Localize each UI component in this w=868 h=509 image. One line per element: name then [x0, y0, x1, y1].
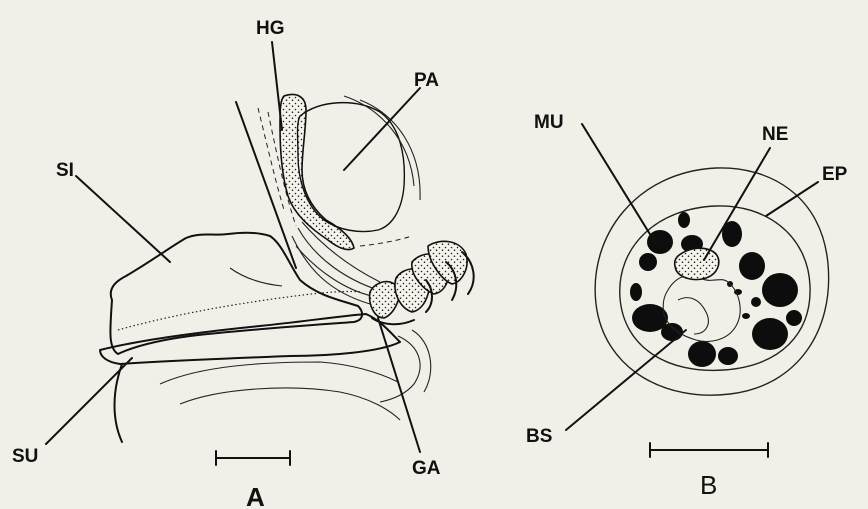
base-lower-curve-2 — [180, 388, 400, 420]
si-outline — [110, 233, 362, 354]
label-bs: BS — [526, 426, 552, 447]
leader-hg — [272, 42, 282, 130]
leader-bs — [566, 330, 686, 430]
leader-mu — [582, 124, 656, 244]
si-inner-contour — [230, 268, 282, 286]
leader-si — [76, 176, 170, 262]
label-hg: HG — [256, 18, 285, 39]
label-ne: NE — [762, 124, 788, 145]
bs-inner-2 — [678, 298, 708, 334]
scale-bar-a — [216, 451, 290, 465]
label-ga: GA — [412, 458, 441, 479]
label-su: SU — [12, 446, 38, 467]
base-lower-curve — [160, 362, 398, 384]
pa-outer-arc-2 — [360, 100, 420, 200]
scale-bar-b — [650, 443, 768, 457]
mu-muscles — [630, 212, 802, 367]
panel-b-drawing — [566, 124, 829, 457]
panel-label-b: B — [700, 470, 717, 500]
label-si: SI — [56, 160, 74, 181]
pa-dash — [360, 236, 412, 246]
ne-nerve — [675, 248, 719, 279]
label-mu: MU — [534, 112, 564, 133]
label-ep: EP — [822, 164, 848, 185]
hg-gland — [280, 95, 354, 250]
panel-a-drawing — [46, 42, 474, 465]
label-pa: PA — [414, 70, 439, 91]
panel-label-a: A — [246, 482, 265, 509]
leader-su — [46, 358, 132, 444]
